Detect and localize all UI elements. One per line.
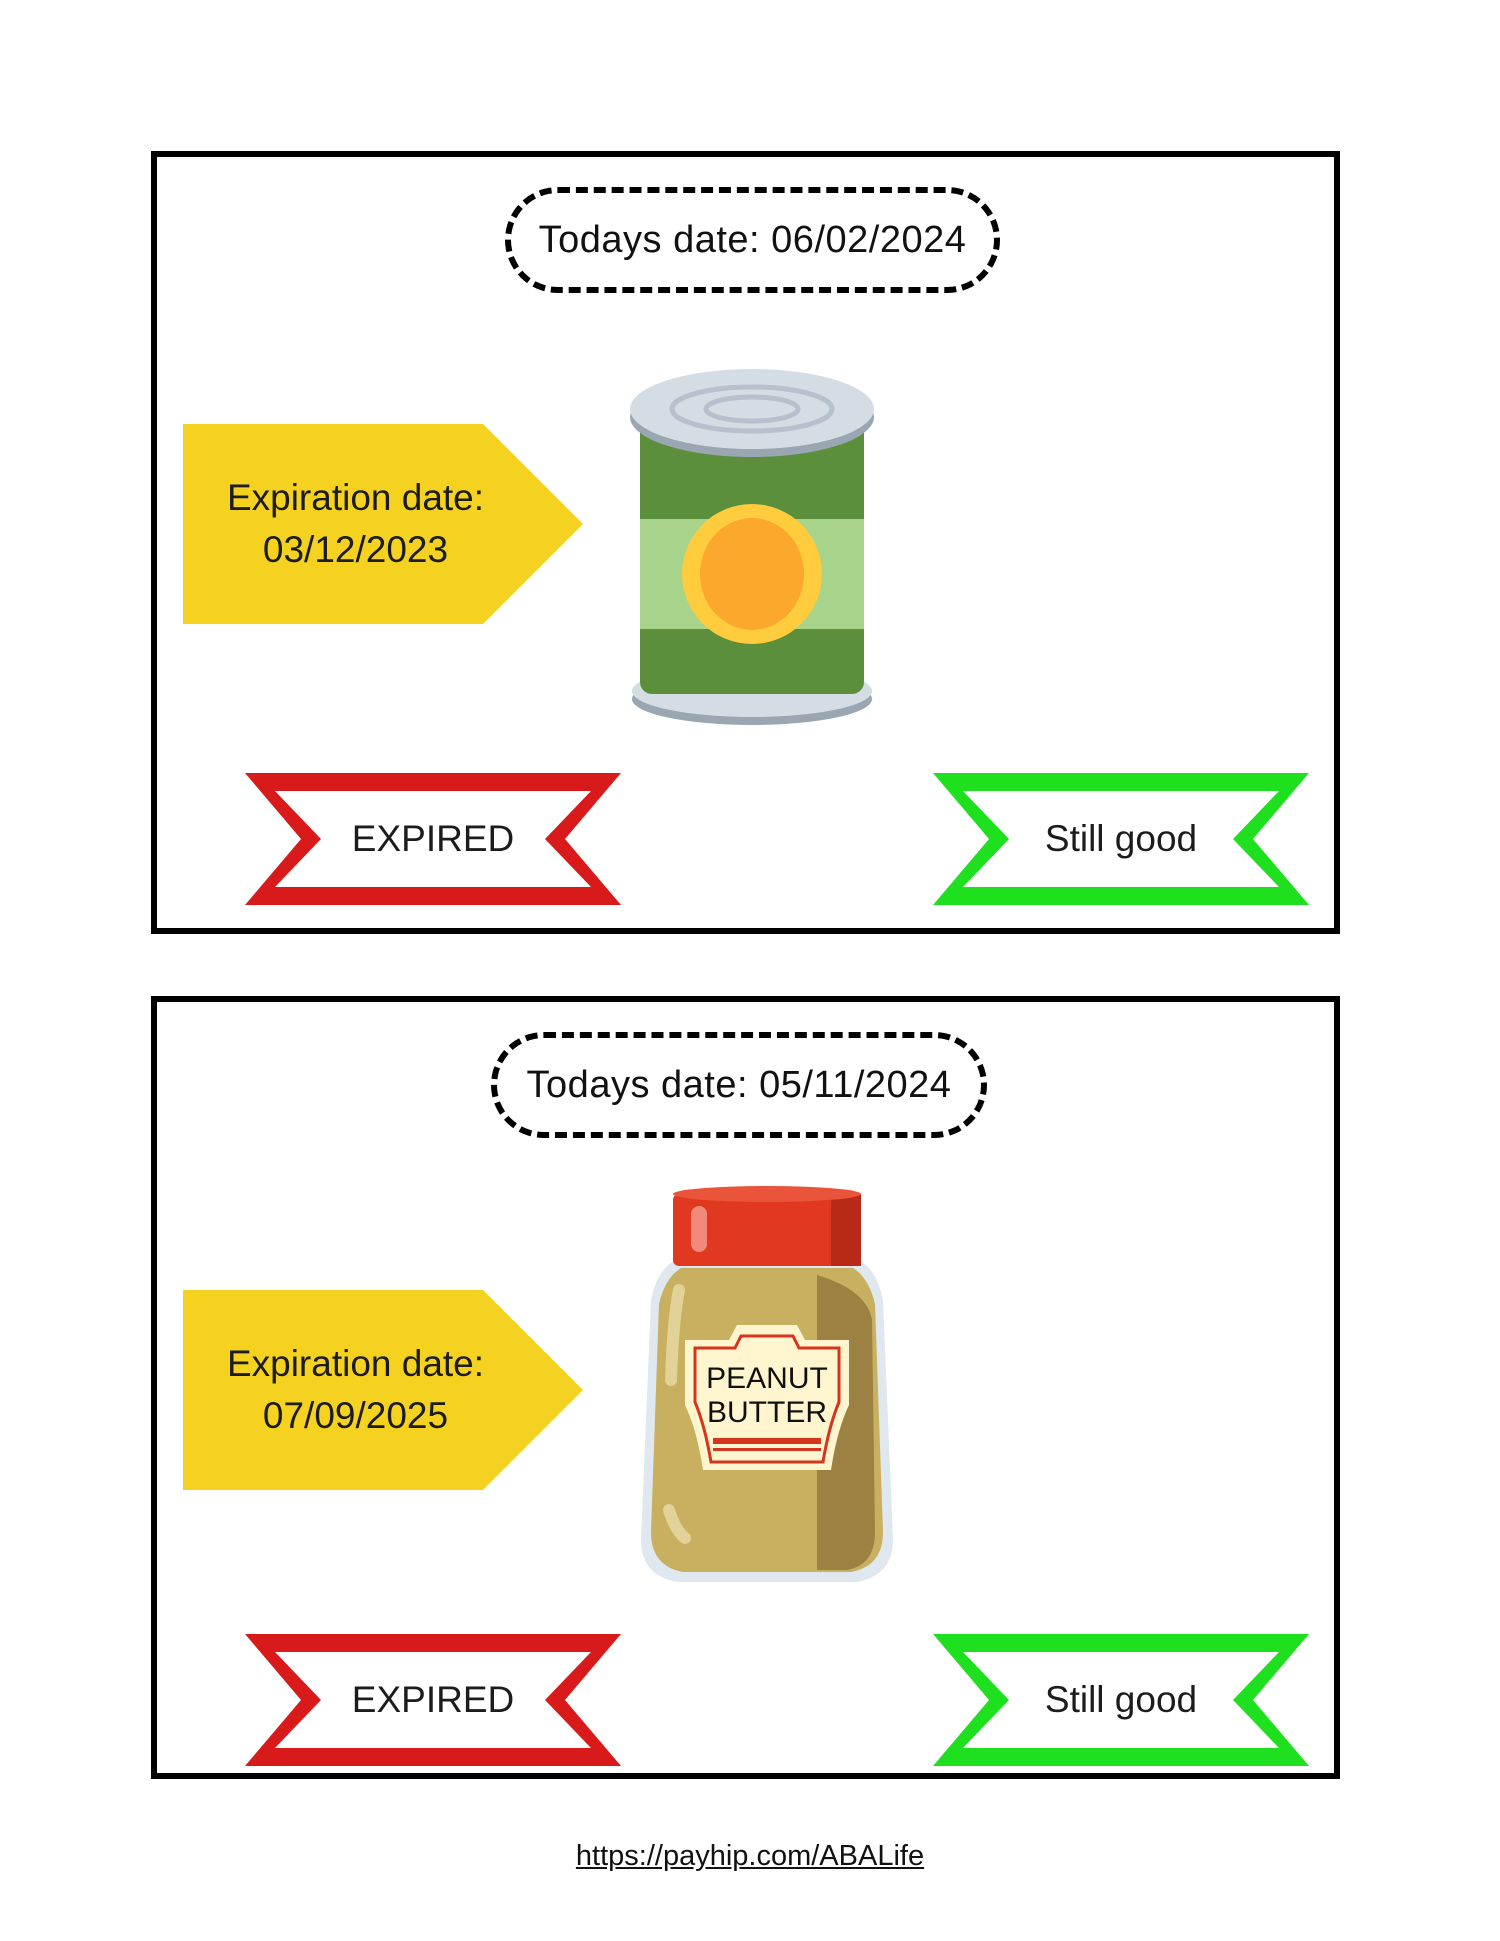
expiration-card-2: Todays date: 05/11/2024 Expiration date:…: [151, 996, 1340, 1779]
peanut-butter-jar-icon: PEANUT BUTTER: [617, 1180, 917, 1590]
expiration-arrow: Expiration date: 07/09/2025: [183, 1290, 583, 1490]
expiration-date: 03/12/2023: [262, 529, 449, 570]
expired-button[interactable]: EXPIRED: [245, 773, 621, 905]
todays-date-badge: Todays date: 05/11/2024: [491, 1032, 987, 1138]
expired-button[interactable]: EXPIRED: [245, 1634, 621, 1766]
arrow-shape: [183, 1290, 583, 1490]
still-good-label: Still good: [1044, 1679, 1198, 1720]
arrow-shape: [183, 424, 583, 624]
expiration-date: 07/09/2025: [262, 1395, 449, 1436]
still-good-label: Still good: [1044, 818, 1198, 859]
expired-label: EXPIRED: [351, 818, 515, 859]
jar-label-line1: PEANUT: [706, 1362, 828, 1395]
expiration-label: Expiration date:: [226, 477, 485, 518]
expiration-arrow: Expiration date: 03/12/2023: [183, 424, 583, 624]
expiration-label: Expiration date:: [226, 1343, 485, 1384]
can-icon: [622, 369, 882, 739]
jar-label-line2: BUTTER: [707, 1396, 827, 1429]
expired-label: EXPIRED: [351, 1679, 515, 1720]
still-good-button[interactable]: Still good: [933, 1634, 1309, 1766]
todays-date-text: Todays date: 05/11/2024: [526, 1063, 952, 1106]
footer-link[interactable]: https://payhip.com/ABALife: [575, 1840, 925, 1872]
todays-date-text: Todays date: 06/02/2024: [538, 218, 967, 261]
expiration-card-1: Todays date: 06/02/2024 Expiration date:…: [151, 151, 1340, 934]
todays-date-badge: Todays date: 06/02/2024: [505, 187, 1000, 293]
still-good-button[interactable]: Still good: [933, 773, 1309, 905]
